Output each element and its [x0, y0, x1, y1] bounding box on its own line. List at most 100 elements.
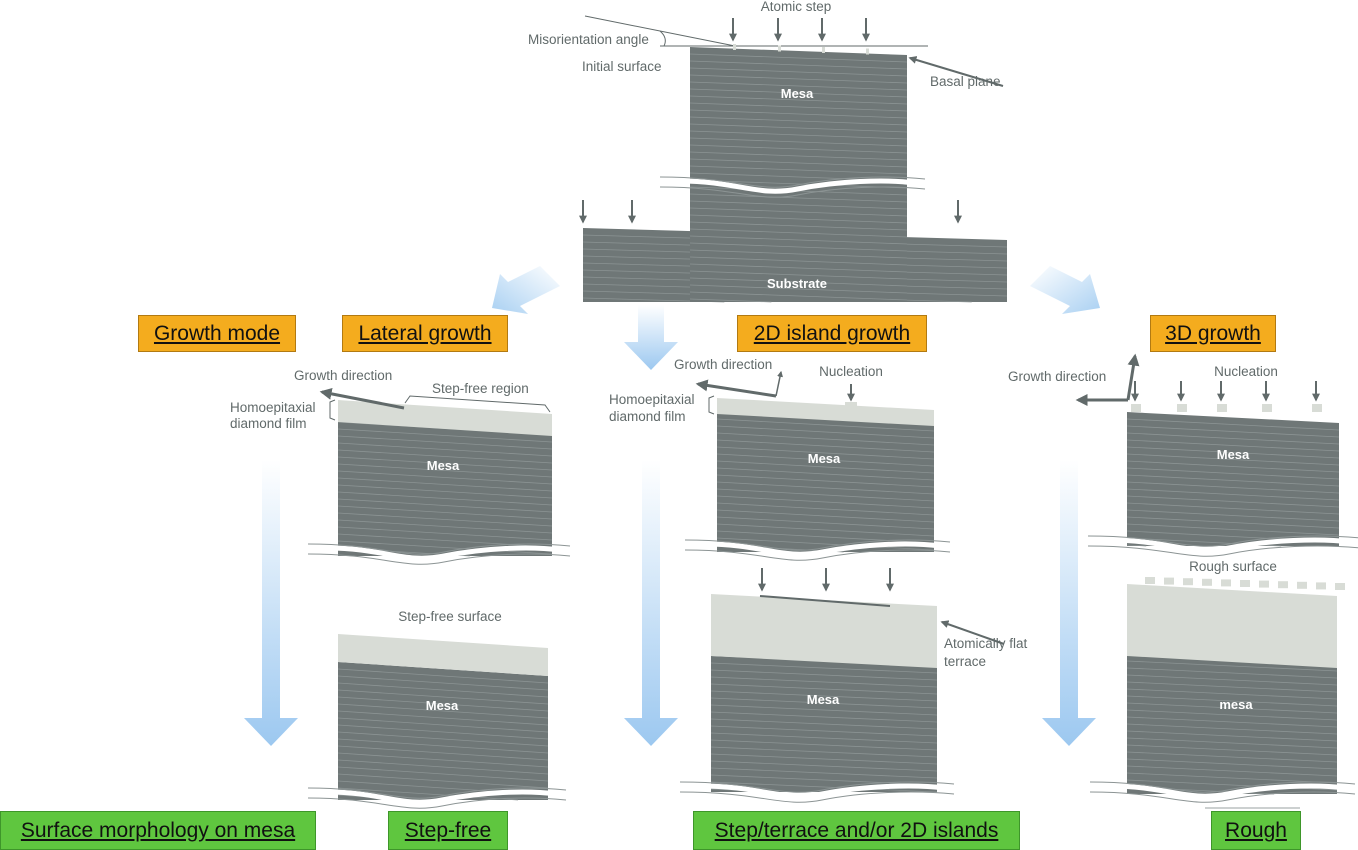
flow-arrow-lateral — [244, 460, 298, 746]
island-bottom-break-line-a — [679, 781, 955, 793]
top-mesa-block-layer-line — [689, 221, 908, 231]
lateral-mesa-layer-line — [337, 428, 553, 443]
lateral-mesa-bottom-layer-line — [337, 731, 549, 747]
island-film — [717, 398, 934, 426]
step-free-surface-label: Step-free surface — [398, 609, 502, 624]
rough-surface-bump — [1240, 580, 1250, 587]
growth-3d-nucleus — [1312, 404, 1322, 412]
top-mesa-block-layer-line — [689, 277, 908, 287]
growth-3d-mesa-label: Mesa — [1216, 447, 1250, 462]
island-mesa-layer-line — [716, 481, 935, 495]
island-mesa-bottom-layer-line — [710, 718, 938, 730]
growth-3d-mesa-layer-line — [1126, 432, 1340, 445]
growth-3d-nucleus — [1262, 404, 1272, 412]
island-mesa-layer-line — [716, 502, 935, 516]
basal-plane-label: Basal plane — [930, 74, 1001, 89]
top-mesa-block-layer-line — [689, 256, 908, 266]
flow-arrow-right — [1030, 266, 1100, 314]
mesa-step-notch — [733, 44, 736, 50]
island-mesa-bottom-hatch — [710, 662, 938, 793]
lateral-mesa-bottom-layer-line — [337, 703, 549, 719]
growth-3d-bottom-break-line-b — [1089, 791, 1356, 803]
lateral-growth-direction-label: Growth direction — [294, 368, 393, 383]
rough-surface-bump — [1335, 583, 1345, 590]
top-mesa-block-layer-line — [689, 88, 908, 98]
top-mesa-block-layer-line — [689, 249, 908, 259]
island-mesa-layer-line — [716, 530, 935, 544]
top-mesa-block-layer-line — [689, 263, 908, 273]
top-mesa-block-layer-line — [689, 130, 908, 140]
island-2d-growth-box: 2D island growth — [737, 315, 927, 352]
growth-3d-mesa-break-line-b — [1087, 545, 1358, 557]
lateral-bottom-break-gap — [327, 789, 557, 805]
lateral-mesa-bottom-layer-line — [337, 717, 549, 733]
growth-mode-header: Growth mode — [138, 315, 296, 352]
growth-3d-nucleus — [1177, 404, 1187, 412]
growth-3d-mesa-break-line-a — [1087, 535, 1358, 547]
growth-3d-mesa-layer-line — [1126, 418, 1340, 431]
top-mesa-block-layer-line — [689, 200, 908, 210]
rough-surface-label: Rough surface — [1189, 559, 1277, 574]
lateral-mesa-hatch — [337, 421, 553, 557]
growth-3d-film-bottom — [1127, 584, 1337, 668]
growth-3d-mesa-bottom-layer-line — [1126, 758, 1338, 770]
growth-3d-nucleus — [1131, 404, 1141, 412]
growth-3d-nucleus — [1217, 404, 1227, 412]
top-mesa-block-layer-line — [689, 235, 908, 245]
growth-3d-mesa-bottom — [1127, 654, 1337, 794]
growth-3d-mesa-bottom-layer-line — [1126, 674, 1338, 686]
lateral-film-label-1: Homoepitaxial — [230, 400, 316, 415]
growth-3d-mesa-bottom-layer-line — [1126, 702, 1338, 714]
island-mesa-bottom-layer-line — [710, 669, 938, 681]
lateral-mesa-layer-line — [337, 456, 553, 471]
island-mesa — [717, 412, 934, 552]
top-mesa-block-layer-line — [689, 144, 908, 154]
island-growth-up-arrow — [775, 370, 783, 397]
top-mesa-block-layer-line — [689, 284, 908, 294]
flow-arrow-island — [624, 460, 678, 746]
lateral-mesa — [338, 415, 552, 556]
island-mesa-bottom-layer-line — [710, 753, 938, 765]
lateral-film-brace — [329, 399, 336, 421]
island-terrace-line — [759, 595, 891, 607]
growth-3d-nucleation-label: Nucleation — [1214, 364, 1278, 379]
lateral-mesa-bottom-hatch — [337, 668, 549, 801]
basal-plane-arrow — [908, 56, 1004, 87]
island-mesa-layer-line — [716, 474, 935, 488]
step-free-region-label: Step-free region — [432, 381, 529, 396]
lateral-mesa-layer-line — [337, 484, 553, 499]
growth-3d-mesa-break-gap — [1107, 537, 1351, 553]
top-mesa-block-layer-line — [689, 81, 908, 91]
growth-3d-mesa-layer-line — [1126, 523, 1340, 536]
island-mesa-bottom-layer-line — [710, 697, 938, 709]
atomically-flat-label-2: terrace — [944, 654, 987, 669]
top-mesa-block-hatch — [689, 53, 908, 303]
top-mesa-break-gap — [679, 178, 916, 194]
lateral-mesa-bottom-layer-line — [337, 668, 549, 684]
top-mesa-block-layer-line — [689, 67, 908, 77]
step-free-box: Step-free — [388, 811, 508, 850]
growth-3d-mesa-bottom-layer-line — [1126, 737, 1338, 749]
lateral-mesa-bottom-layer-line — [337, 752, 549, 768]
atomically-flat-label-1: Atomically flat — [944, 636, 1028, 651]
lateral-mesa-break-line-a — [307, 543, 571, 555]
lateral-mesa-bottom-layer-line — [337, 759, 549, 775]
lateral-mesa-layer-line — [337, 519, 553, 534]
rough-surface-bump — [1316, 582, 1326, 590]
island-nucleus — [845, 402, 857, 408]
island-mesa-layer-line — [716, 460, 935, 474]
top-mesa-block-layer-line — [689, 53, 908, 63]
island-film-bottom — [711, 594, 937, 668]
top-mesa-block-layer-line — [689, 291, 908, 301]
island-mesa-layer-line — [716, 418, 935, 432]
growth-3d-mesa-layer-line — [1126, 502, 1340, 515]
island-mesa-bottom-layer-line — [710, 676, 938, 688]
rough-surface-bump — [1259, 580, 1269, 588]
top-mesa-label: Mesa — [780, 86, 814, 101]
island-bottom-break-gap — [699, 783, 945, 799]
flow-arrow-center — [624, 305, 678, 370]
island-mesa-layer-line — [716, 439, 935, 453]
lateral-mesa-layer-line — [337, 435, 553, 450]
top-mesa-block-layer-line — [689, 158, 908, 168]
growth-3d-mesa-bottom-layer-line — [1126, 730, 1338, 742]
